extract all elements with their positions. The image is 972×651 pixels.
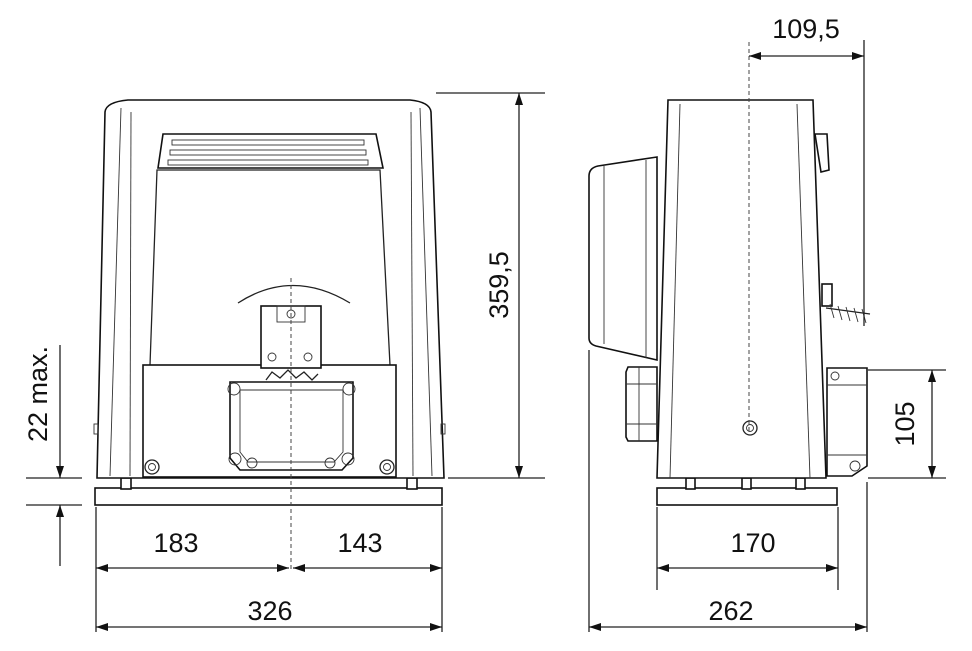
side-right-bracket <box>826 367 868 477</box>
side-top-offset-dimension: 109,5 <box>749 14 865 326</box>
side-view <box>588 42 871 506</box>
side-width-dimensions: 170 262 <box>588 350 868 632</box>
front-total-width-label: 326 <box>247 596 292 626</box>
front-right-width-label: 143 <box>337 528 382 558</box>
height-label: 359,5 <box>484 251 514 319</box>
clearance-dimension: 22 max. <box>23 345 82 566</box>
side-cover-shell <box>588 156 658 362</box>
front-base-plate <box>94 487 443 506</box>
side-housing <box>656 99 827 479</box>
front-arc-guide <box>237 284 351 304</box>
side-body-width-label: 170 <box>730 528 775 558</box>
front-left-width-label: 183 <box>153 528 198 558</box>
front-width-dimensions: 183 143 326 <box>95 507 443 632</box>
front-view <box>93 99 446 570</box>
side-total-width-label: 262 <box>708 596 753 626</box>
side-top-offset-label: 109,5 <box>772 14 840 44</box>
side-bracket-height-dimension: 105 <box>868 369 946 479</box>
side-base-plate <box>656 487 838 506</box>
clearance-label: 22 max. <box>23 346 53 442</box>
side-bracket-height-label: 105 <box>890 401 920 446</box>
height-dimension: 359,5 <box>436 92 545 479</box>
